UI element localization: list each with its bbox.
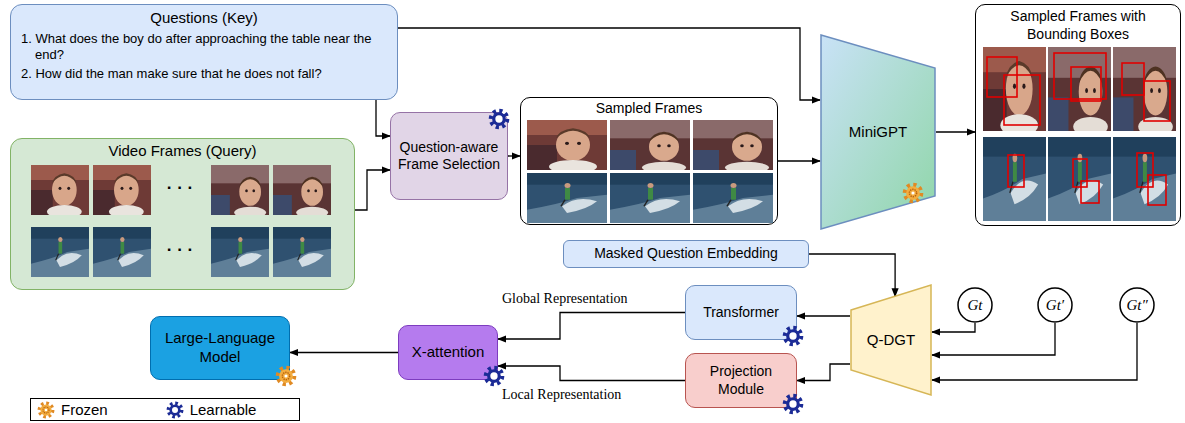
legend-gear-icon bbox=[166, 401, 184, 419]
video-frames-panel: Video Frames (Query) bbox=[10, 138, 355, 290]
frames-panel: Sampled Frames bbox=[520, 97, 778, 225]
connector-arrow bbox=[932, 323, 1055, 355]
connector-arrow bbox=[355, 170, 390, 210]
trapezoid-outline bbox=[851, 285, 931, 395]
trapezoid-outline bbox=[821, 35, 935, 229]
node-label: Gt bbox=[968, 296, 983, 315]
legend-text: Frozen bbox=[61, 401, 108, 418]
frozen-gear-icon bbox=[902, 182, 924, 204]
node-label: Question-aware Frame Selection bbox=[396, 139, 502, 174]
graph-circle: Gt bbox=[957, 287, 993, 323]
connector-arrow bbox=[797, 315, 850, 316]
legend-gear-icon bbox=[37, 401, 55, 419]
question-box: Questions (Key) 1. What does the boy do a… bbox=[10, 4, 398, 100]
connector-arrow bbox=[936, 131, 975, 132]
ellipsis-label: · · · bbox=[158, 239, 202, 261]
learnable-gear-icon bbox=[782, 325, 804, 347]
learnable-gear-icon bbox=[782, 393, 804, 415]
panel-title: Sampled Frames with Bounding Boxes bbox=[990, 8, 1166, 43]
sampled-frames-illustration bbox=[521, 98, 779, 226]
connector-arrow bbox=[376, 100, 390, 136]
process-box: Transformer bbox=[685, 285, 797, 340]
question-text: 2. How did the man make sure that he doe… bbox=[21, 66, 387, 82]
legend-text: Learnable bbox=[190, 401, 257, 418]
embedding-box: Masked Question Embedding bbox=[563, 240, 809, 268]
graph-circle: Gt″ bbox=[1119, 287, 1155, 323]
node-label: Projection Module bbox=[692, 363, 790, 398]
attention-box: X-attention bbox=[398, 325, 498, 380]
process-box: Question-aware Frame Selection bbox=[390, 112, 508, 200]
connector-arrow bbox=[797, 364, 850, 381]
connector-arrow bbox=[778, 160, 820, 161]
ellipsis-label: · · · bbox=[158, 177, 202, 199]
node-label: Large-Language Model bbox=[157, 329, 283, 367]
edge-label: Global Representation bbox=[502, 291, 628, 307]
model-box: Large-Language Model bbox=[150, 316, 290, 380]
legend-gear-symbol bbox=[168, 403, 182, 417]
connector-arrow bbox=[290, 352, 398, 353]
connector-arrow bbox=[498, 313, 685, 340]
node-label: Q-DGT bbox=[867, 331, 915, 350]
frames-panel: Sampled Frames with Bounding Boxes bbox=[975, 4, 1181, 226]
node-label: Gt″ bbox=[1126, 296, 1147, 315]
node-label: X-attention bbox=[412, 343, 485, 362]
circle-outline bbox=[958, 288, 992, 322]
legend-gear-symbol bbox=[39, 403, 53, 417]
frozen-gear-icon bbox=[275, 365, 297, 387]
learnable-gear-icon bbox=[483, 365, 505, 387]
connector-arrow bbox=[932, 323, 1137, 380]
node-label: Masked Question Embedding bbox=[594, 245, 778, 263]
edge-label: Local Representation bbox=[502, 387, 621, 403]
panel-title: Questions (Key) bbox=[150, 9, 258, 28]
connector-arrow bbox=[809, 254, 895, 296]
circle-outline bbox=[1120, 288, 1154, 322]
process-box: Projection Module bbox=[685, 353, 797, 408]
question-text: 1. What does the boy do after approachin… bbox=[21, 31, 387, 64]
connector-arrow bbox=[398, 28, 820, 100]
circle-outline bbox=[1038, 288, 1072, 322]
connector-arrow bbox=[498, 366, 685, 381]
node-label: MiniGPT bbox=[849, 123, 907, 142]
node-label: Gt′ bbox=[1046, 296, 1064, 315]
video-frames-illustration bbox=[11, 139, 356, 291]
panel-title: Sampled Frames bbox=[596, 100, 703, 118]
node-label: Transformer bbox=[703, 304, 779, 322]
learnable-gear-icon bbox=[488, 108, 510, 130]
connector-arrow bbox=[932, 323, 975, 332]
connector-arrow bbox=[508, 155, 520, 156]
model-trapezoid: MiniGPT bbox=[820, 34, 936, 230]
legend-box: Frozen Learnable bbox=[30, 398, 300, 421]
panel-title: Video Frames (Query) bbox=[108, 142, 256, 161]
model-trapezoid: Q-DGT bbox=[850, 284, 932, 396]
graph-circle: Gt′ bbox=[1037, 287, 1073, 323]
